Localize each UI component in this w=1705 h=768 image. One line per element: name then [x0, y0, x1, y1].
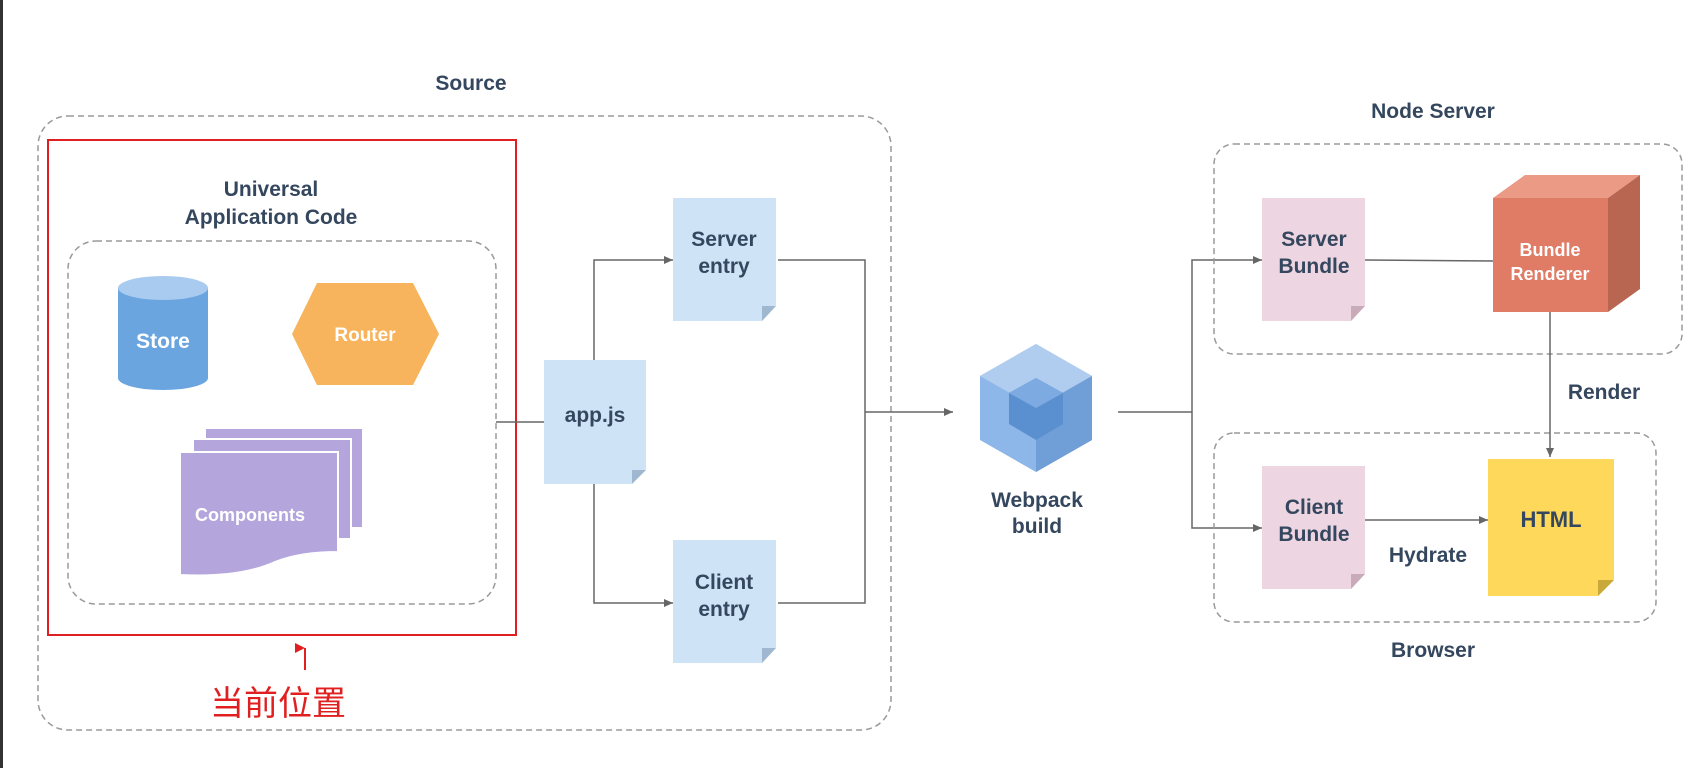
server-bundle-node: Server Bundle: [1262, 198, 1365, 321]
webpack-label-line1: Webpack: [991, 489, 1083, 512]
client-bundle-node: Client Bundle: [1262, 466, 1365, 589]
source-connectors: [496, 256, 953, 607]
server-bundle-line1: Server: [1281, 228, 1346, 251]
client-bundle-line2: Bundle: [1278, 523, 1349, 546]
universal-code-group: [67, 240, 497, 605]
universal-label-line2: Application Code: [185, 206, 358, 229]
node-server-group: Node Server: [1213, 100, 1683, 355]
node-server-label: Node Server: [1371, 100, 1495, 123]
bundle-to-renderer-line: [1364, 259, 1494, 262]
client-bundle-line1: Client: [1285, 496, 1343, 519]
bundle-renderer-line2: Renderer: [1510, 264, 1589, 284]
universal-label-line1: Universal: [224, 178, 319, 201]
annotation-text: 当前位置: [210, 684, 346, 724]
bundle-renderer-line1: Bundle: [1520, 240, 1581, 260]
left-edge: [0, 0, 3, 768]
server-bundle-line2: Bundle: [1278, 255, 1349, 278]
components-node: Components: [179, 427, 364, 577]
server-entry-line2: entry: [698, 255, 750, 278]
store-node: Store: [118, 276, 208, 390]
source-group: Source: [37, 72, 892, 731]
router-label: Router: [334, 325, 396, 346]
webpack-label-line2: build: [1012, 515, 1062, 538]
client-entry-node: Client entry: [673, 540, 776, 663]
html-label: HTML: [1520, 507, 1581, 532]
app-js-node: app.js: [544, 360, 646, 484]
bundle-renderer-node: Bundle Renderer: [1493, 175, 1640, 312]
browser-group: Browser: [1213, 432, 1657, 662]
router-node: Router: [292, 283, 439, 385]
client-entry-line1: Client: [695, 571, 753, 594]
render-label: Render: [1568, 381, 1640, 404]
client-entry-line2: entry: [698, 598, 750, 621]
webpack-node: Webpack build: [980, 344, 1092, 538]
server-entry-line1: Server: [691, 228, 756, 251]
highlight-box: [47, 139, 517, 636]
hydrate-label: Hydrate: [1389, 544, 1467, 567]
webpack-connectors: [1118, 256, 1262, 532]
store-label: Store: [136, 330, 190, 353]
server-entry-node: Server entry: [673, 198, 776, 321]
app-js-label: app.js: [565, 404, 626, 427]
source-label: Source: [435, 72, 506, 95]
html-node: HTML: [1488, 459, 1614, 596]
components-label: Components: [195, 505, 305, 525]
browser-label: Browser: [1391, 639, 1475, 662]
